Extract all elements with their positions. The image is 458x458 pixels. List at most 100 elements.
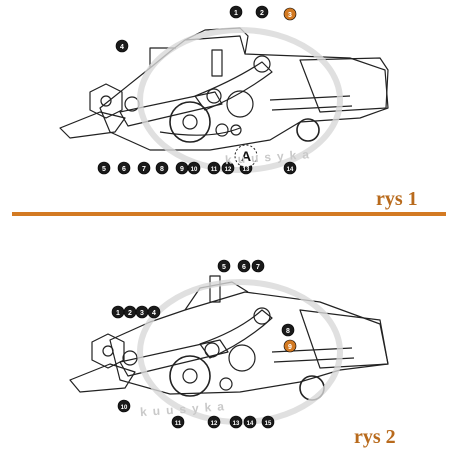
figure-caption-2: rys 2 [354,426,396,448]
figure-caption-1: rys 1 [376,188,418,210]
marker-label: 12 [211,421,218,427]
marker-1: 1 [229,5,243,19]
marker-circle [255,5,269,19]
marker-14: 14 [283,161,297,175]
marker-circle [117,161,131,175]
marker-11: 11 [171,415,185,429]
marker-circle [187,161,201,175]
marker-6: 6 [237,259,251,273]
watermark-ring-2 [137,279,343,425]
marker-7: 7 [251,259,265,273]
marker-label: A [241,148,251,164]
rear-wheel [296,118,320,142]
marker-6: 6 [117,161,131,175]
combine-body-outline [99,35,389,151]
marker-circle [283,161,297,175]
header-outline-2 [69,363,136,393]
marker-label: 6 [242,264,246,271]
marker-11: 11 [207,161,221,175]
marker-15: 15 [261,415,275,429]
marker-label: 10 [121,405,128,411]
marker-label: 4 [120,44,124,51]
pulley-mid [206,88,222,104]
marker-circle [147,305,161,319]
marker-3: 3 [135,305,149,319]
marker-label: 9 [288,344,292,351]
thresher-drum [226,90,254,118]
grain-tank-outline [299,57,389,113]
marker-9: 9 [283,339,297,353]
marker-circle [117,399,131,413]
marker-circle [283,7,297,21]
marker-label: 9 [180,166,184,173]
marker-circle [283,339,297,353]
marker-label: 11 [211,167,218,173]
marker-13: 13 [229,415,243,429]
front-wheel-hub-2 [182,368,198,384]
marker-A: A [234,144,258,168]
marker-2: 2 [255,5,269,19]
marker-circle [251,259,265,273]
marker-circle [221,161,235,175]
marker-label: 3 [288,12,292,19]
marker-label: 8 [160,166,164,173]
marker-circle [217,259,231,273]
pulley-mid-2 [204,342,220,358]
marker-label: 2 [128,310,132,317]
pulley-feeder-2 [122,350,138,366]
marker-10: 10 [187,161,201,175]
marker-label: 3 [140,310,144,317]
marker-circle [229,5,243,19]
marker-circle [234,144,258,168]
thresher-drum-2 [228,344,256,372]
unloading-auger [149,47,176,68]
header-outline [59,111,126,139]
marker-5: 5 [217,259,231,273]
marker-5: 5 [97,161,111,175]
pulley-top [253,55,271,73]
belt-2 [199,309,273,359]
pulley-small [215,123,229,137]
marker-4: 4 [115,39,129,53]
feeder-conveyor [119,91,223,127]
grain-tank-outline-2 [299,309,389,369]
marker-4: 4 [147,305,161,319]
marker-label: 13 [233,421,240,427]
front-wheel-2 [169,355,211,397]
marker-circle [207,415,221,429]
marker-label: 7 [142,166,146,173]
marker-circle [229,415,243,429]
marker-circle [115,39,129,53]
pulley-top-2 [253,307,271,325]
marker-label: 12 [225,167,232,173]
marker-label: 1 [234,10,238,17]
marker-8: 8 [155,161,169,175]
marker-circle [281,323,295,337]
marker-circle [237,259,251,273]
marker-label: 1 [116,310,120,317]
belt-upper [194,61,273,111]
marker-circle [261,415,275,429]
marker-label: 6 [122,166,126,173]
reel [89,83,123,119]
marker-label: 2 [260,10,264,17]
marker-12: 12 [207,415,221,429]
front-wheel [169,101,211,143]
marker-label: 10 [191,167,198,173]
marker-label: 5 [102,166,106,173]
reel-hub-2 [102,345,114,357]
reel-2 [91,333,125,369]
marker-circle [171,415,185,429]
marker-label: 14 [287,167,294,173]
marker-circle [243,415,257,429]
marker-1: 1 [111,305,125,319]
marker-circle [137,161,151,175]
marker-label: 4 [152,310,156,317]
marker-label: 11 [175,421,182,427]
marker-2: 2 [123,305,137,319]
exhaust-pipe-2 [209,275,221,303]
marker-circle [155,161,169,175]
marker-label: 13 [243,167,250,173]
